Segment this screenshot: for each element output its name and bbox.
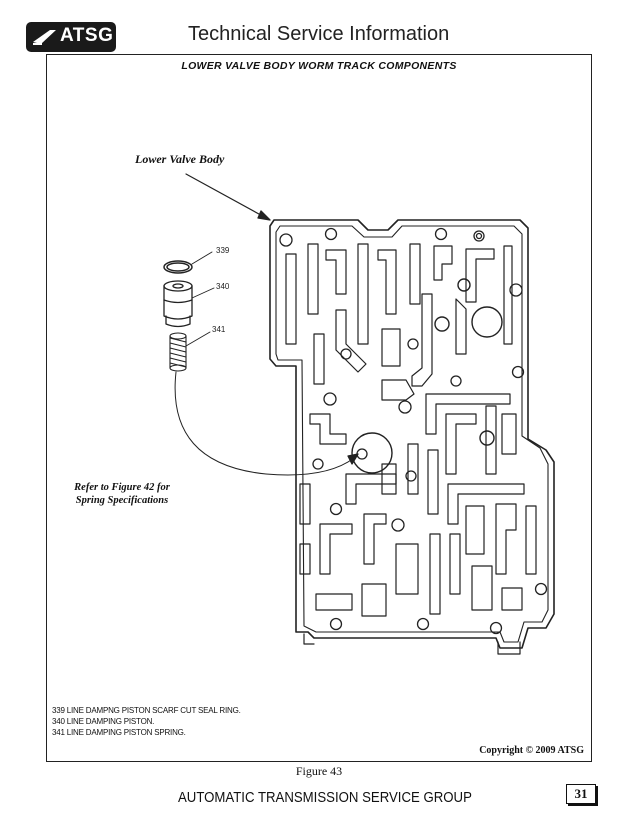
logo-text: ATSG	[60, 25, 114, 46]
bolt-holes	[279, 227, 548, 635]
seal-ring-339	[163, 260, 193, 274]
valve-bores	[351, 278, 503, 474]
valve-body-drawing	[163, 173, 555, 655]
legend-item: 341 LINE DAMPING PISTON SPRING.	[52, 728, 186, 737]
damping-piston-340	[163, 280, 193, 328]
copyright-notice: Copyright © 2009 ATSG	[479, 745, 584, 756]
lower-valve-body	[269, 219, 555, 649]
piston-spring-341	[169, 332, 187, 372]
leader-339	[191, 251, 213, 265]
atsg-logo: ATSG	[26, 22, 116, 52]
figure-heading: LOWER VALVE BODY WORM TRACK COMPONENTS	[181, 60, 457, 72]
leader-arrow-valve-body	[185, 173, 269, 220]
spring-location-curve	[174, 371, 355, 476]
part-number-340: 340	[216, 282, 230, 291]
legend-item: 340 LINE DAMPING PISTON.	[52, 717, 155, 726]
page-number: 31	[566, 784, 596, 804]
page-title: Technical Service Information	[188, 23, 450, 45]
part-number-341: 341	[212, 325, 226, 334]
atsg-logo-icon	[33, 30, 56, 45]
leader-341	[185, 331, 211, 347]
worm-tracks	[285, 243, 537, 655]
footer-title: AUTOMATIC TRANSMISSION SERVICE GROUP	[178, 789, 472, 806]
figure-caption: Figure 43	[295, 764, 343, 778]
leader-340	[191, 287, 215, 299]
figure-frame	[46, 54, 592, 762]
legend-item: 339 LINE DAMPNG PISTON SCARF CUT SEAL RI…	[52, 706, 241, 715]
callout-lower-valve-body: Lower Valve Body	[135, 152, 225, 166]
callout-spring-reference: Refer to Figure 42 for Spring Specificat…	[74, 482, 170, 506]
part-number-339: 339	[216, 246, 230, 255]
parts-legend: 339 LINE DAMPNG PISTON SCARF CUT SEAL RI…	[52, 705, 241, 738]
